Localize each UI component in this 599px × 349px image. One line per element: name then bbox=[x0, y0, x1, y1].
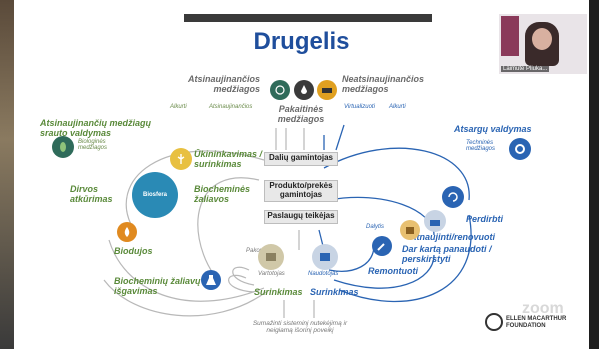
participant-face bbox=[532, 28, 552, 50]
leaf-recycle-icon bbox=[270, 80, 290, 100]
label-share: Dalytis bbox=[366, 224, 385, 230]
background-right-strip bbox=[589, 0, 599, 349]
truck-icon bbox=[317, 80, 337, 100]
ellen-macarthur-logo: ELLEN MACARTHUR FOUNDATION bbox=[484, 312, 584, 334]
label-biological-materials: Biologinės medžiagos bbox=[78, 139, 108, 151]
label-virtualizuoti: Virtualizuoti bbox=[344, 104, 375, 110]
slide-top-bar bbox=[184, 14, 432, 22]
box-icon bbox=[400, 220, 420, 240]
label-cascades: Pakopos bbox=[246, 248, 270, 254]
flask-icon bbox=[201, 270, 221, 290]
label-soil-restoration: Dirvos atkūrimas bbox=[70, 184, 113, 204]
webcam-thumbnail[interactable]: Laimute Pliuka... bbox=[499, 14, 587, 74]
flame-icon bbox=[117, 222, 137, 242]
label-user: Naudotojas bbox=[308, 271, 339, 277]
background-painting bbox=[501, 16, 519, 56]
label-collection-right: Surinkimas bbox=[310, 287, 359, 297]
label-consumer: Vartotojas bbox=[258, 271, 285, 277]
label-atsinaujinancios-small: Atsinaujinančios bbox=[209, 104, 253, 110]
label-biogas: Biodujos bbox=[114, 246, 153, 256]
label-reduce-leakage: Sumažinti sisteminį nutekėjimą ir neigia… bbox=[252, 320, 348, 334]
label-renewable-materials: Atsinaujinančios medžiagos bbox=[187, 74, 260, 94]
box-parts-manufacturer: Dalių gamintojas bbox=[264, 152, 338, 166]
label-technical-materials: Techninės medžiagos bbox=[466, 140, 496, 152]
oil-drop-icon bbox=[294, 80, 314, 100]
wrench-icon bbox=[372, 236, 392, 256]
logo-line-2: FOUNDATION bbox=[506, 323, 546, 329]
label-alkurti-left: Alkurti bbox=[170, 104, 187, 110]
label-refurbish: Atnaujinti/renovuoti bbox=[410, 232, 495, 242]
consumer-icon bbox=[258, 244, 284, 270]
label-substitute-materials: Pakaitinės medžiagos bbox=[277, 104, 325, 124]
label-reuse-redistribute: Dar kartą panaudoti / perskirstyti bbox=[402, 244, 492, 264]
gear-icon bbox=[509, 138, 531, 160]
box-product-manufacturer: Produkto/prekės gamintojas bbox=[264, 180, 338, 202]
label-stock-management: Atsargų valdymas bbox=[454, 124, 532, 134]
label-collection-left: Surinkimas bbox=[254, 287, 303, 297]
background-left-strip bbox=[0, 0, 14, 349]
zoom-watermark: zoom bbox=[522, 300, 564, 317]
slide-title: Drugelis bbox=[253, 28, 350, 55]
label-biosfera: Biosfera bbox=[142, 192, 167, 198]
label-biochemical-extraction: Biocheminių žaliavų išgavimas bbox=[114, 276, 201, 296]
user-icon bbox=[312, 244, 338, 270]
presentation-slide: Drugelis bbox=[14, 0, 589, 349]
factory-icon bbox=[424, 210, 446, 232]
label-recycle: Perdirbti bbox=[466, 214, 504, 224]
label-non-renewable-materials: Neatsinaujinančios medžiagos bbox=[342, 74, 425, 94]
wheat-icon bbox=[170, 148, 192, 170]
leaf-icon bbox=[52, 136, 74, 158]
biosphere-globe: Biosfera bbox=[132, 172, 178, 218]
box-service-provider: Paslaugų teikėjas bbox=[264, 210, 338, 224]
label-maintain: Remontuoti bbox=[368, 266, 418, 276]
participant-name: Laimute Pliuka... bbox=[501, 66, 550, 72]
label-biochemical-raw-materials: Biocheminės žaliavos bbox=[194, 184, 251, 204]
logo-line-1: ELLEN MACARTHUR bbox=[506, 316, 567, 322]
label-alkurti-right: Alkurti bbox=[389, 104, 406, 110]
label-renewable-flow-management: Atsinaujinančių medžiagų srauto valdymas bbox=[40, 118, 152, 138]
label-farming-collection: Ūkininkavimas / surinkimas bbox=[194, 149, 263, 169]
butterfly-diagram-arrows bbox=[103, 124, 472, 318]
recycle-icon bbox=[442, 186, 464, 208]
